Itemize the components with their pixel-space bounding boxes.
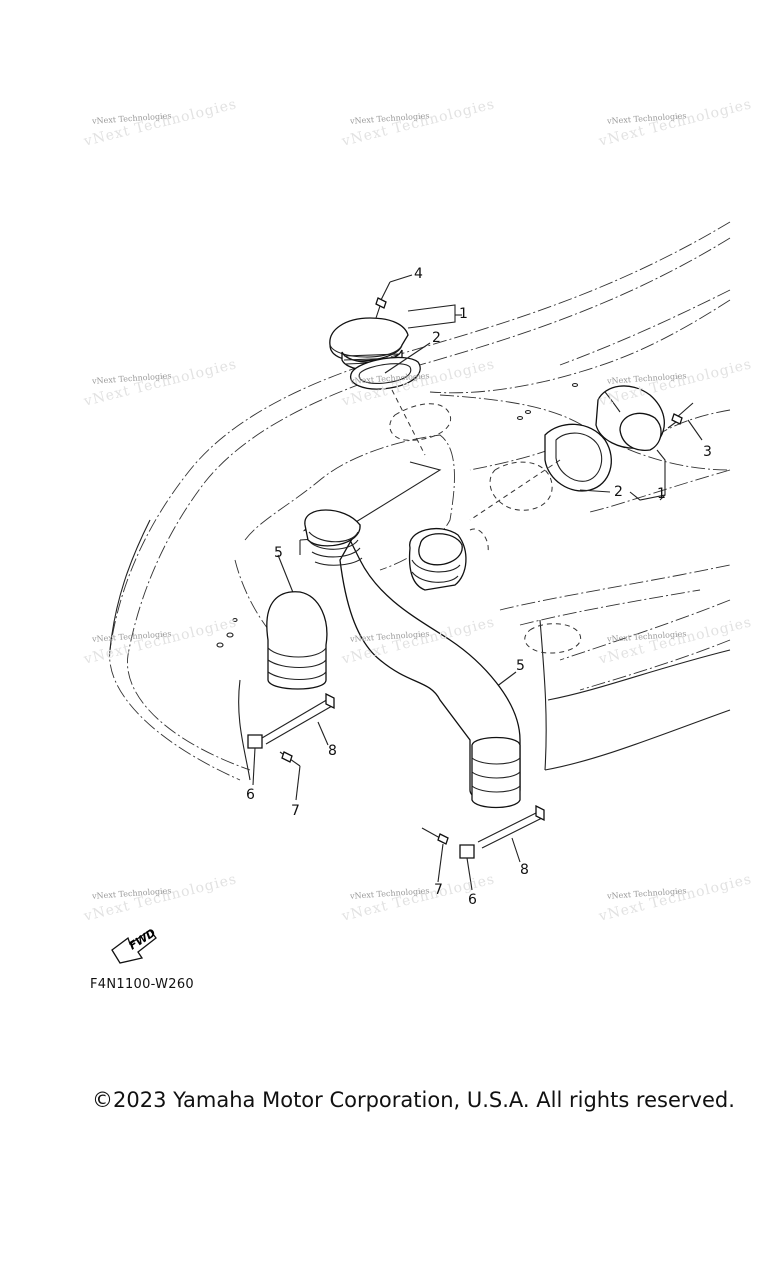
callout-3: 3 bbox=[703, 444, 712, 460]
fasteners-lower bbox=[421, 804, 545, 891]
callout-8-lower: 8 bbox=[520, 862, 529, 878]
callout-5-right: 5 bbox=[516, 658, 525, 674]
callout-6-left: 6 bbox=[246, 787, 255, 803]
diagram-code: F4N1100-W260 bbox=[90, 977, 194, 992]
callout-6-lower: 6 bbox=[468, 892, 477, 908]
hull-outline bbox=[109, 221, 731, 781]
hose-left bbox=[266, 509, 521, 809]
fasteners-left bbox=[247, 692, 335, 801]
callout-1: 1 bbox=[459, 306, 468, 322]
callout-2: 2 bbox=[432, 330, 441, 346]
callout-1-right: 1 bbox=[657, 486, 666, 502]
callout-8-left: 8 bbox=[328, 743, 337, 759]
callout-7-lower: 7 bbox=[434, 882, 443, 898]
copyright-notice: ©2023 Yamaha Motor Corporation, U.S.A. A… bbox=[92, 1088, 735, 1112]
rivet-right bbox=[667, 402, 694, 429]
rivet-upper bbox=[375, 281, 391, 319]
hose-right bbox=[408, 527, 467, 591]
fwd-arrow-icon: FWD bbox=[111, 926, 158, 964]
callout-2-right: 2 bbox=[614, 484, 623, 500]
vent-cap-right bbox=[544, 385, 665, 492]
callout-5-left: 5 bbox=[274, 545, 283, 561]
callout-7-left: 7 bbox=[291, 803, 300, 819]
callout-4: 4 bbox=[414, 266, 423, 282]
